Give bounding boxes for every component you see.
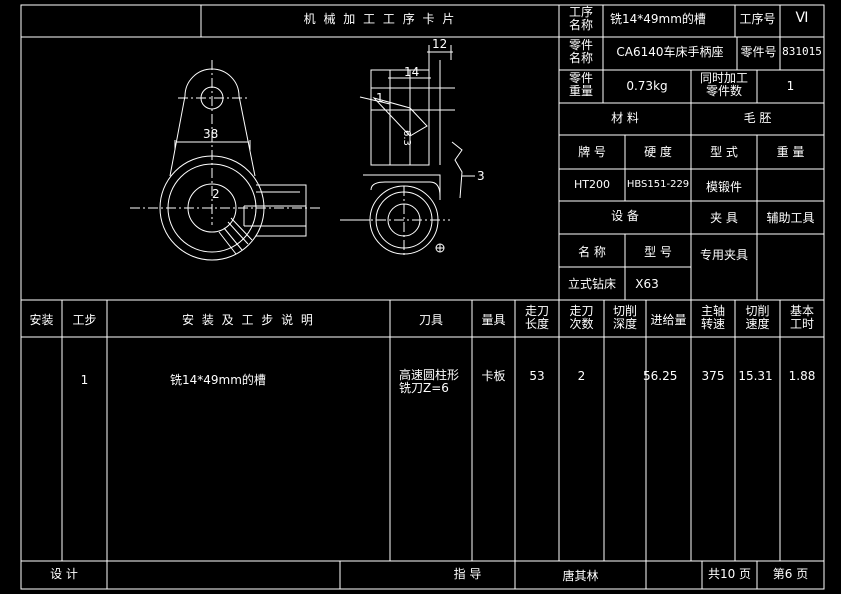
row-description: 铣14*49mm的槽 <box>170 373 266 387</box>
row-gauge: 卡板 <box>481 369 506 383</box>
blank-weight-label: 重 量 <box>776 145 805 159</box>
locator-mark-2: 2 <box>212 187 220 201</box>
part-weight: 0.73kg <box>626 79 668 93</box>
part-front-view <box>130 60 322 261</box>
simul-count-label: 同时加工 零件数 <box>699 71 748 99</box>
part-name: CA6140车床手柄座 <box>616 45 724 59</box>
row-feed: 56.25 <box>643 369 678 383</box>
fixture-label: 夹 具 <box>710 211 738 225</box>
machine-name-label: 名 称 <box>578 245 606 259</box>
blank-form: 模锻件 <box>705 180 742 194</box>
material-grade: HT200 <box>574 178 610 191</box>
machine-name: 立式钻床 <box>567 277 616 291</box>
row-pass-count: 2 <box>577 369 586 383</box>
col-feed: 进给量 <box>650 313 687 327</box>
col-spindle-speed: 主轴 转速 <box>700 304 725 332</box>
part-name-label: 零件 名称 <box>568 38 593 66</box>
guide-label: 指 导 <box>453 567 482 581</box>
surface-roughness-6.3: 6.3 <box>401 130 412 146</box>
col-step: 工步 <box>72 313 97 327</box>
row-tool: 高速圆柱形 铣刀Z=6 <box>399 368 460 396</box>
part-side-view <box>340 45 475 255</box>
guide-name: 唐其林 <box>562 569 599 583</box>
dim-14: 14 <box>404 65 419 79</box>
process-name-label: 工序 名称 <box>568 5 593 33</box>
col-pass-count: 走刀 次数 <box>569 304 594 332</box>
form-label: 型 式 <box>710 145 738 159</box>
page-number: 第6 页 <box>772 567 809 581</box>
hardness-label: 硬 度 <box>644 145 672 159</box>
part-weight-label: 零件 重量 <box>568 71 593 99</box>
col-cut-depth: 切削 深度 <box>612 304 637 332</box>
dim-38: 38 <box>203 127 218 141</box>
equipment-label: 设 备 <box>611 209 639 223</box>
material-label: 材 料 <box>611 111 639 125</box>
col-description: 安 装 及 工 步 说 明 <box>182 313 315 327</box>
process-no-label: 工序号 <box>739 12 776 26</box>
row-pass-length: 53 <box>529 369 545 383</box>
col-cut-speed: 切削 速度 <box>745 304 770 332</box>
row-base-time: 1.88 <box>788 369 816 383</box>
col-install: 安装 <box>29 313 54 327</box>
grade-label: 牌 号 <box>578 145 606 159</box>
row-spindle-speed: 375 <box>701 369 725 383</box>
card-title: 机 械 加 工 工 序 卡 片 <box>303 12 457 26</box>
aux-tool-label: 辅助工具 <box>766 211 815 225</box>
part-no-label: 零件号 <box>740 45 777 59</box>
process-name: 铣14*49mm的槽 <box>610 12 706 26</box>
fixture-value: 专用夹具 <box>699 248 748 262</box>
total-pages: 共10 页 <box>707 567 752 581</box>
machine-model-label: 型 号 <box>644 245 672 259</box>
blank-label: 毛 胚 <box>743 111 772 125</box>
col-tool: 刀具 <box>418 313 443 327</box>
machine-model: X63 <box>635 277 659 291</box>
dim-12: 12 <box>432 37 447 51</box>
clamp-mark-3: 3 <box>477 169 485 183</box>
row-cut-speed: 15.31 <box>738 369 773 383</box>
material-hardness: HBS151-229 <box>626 179 690 190</box>
col-base-time: 基本 工时 <box>789 304 814 332</box>
part-no: 831015 <box>782 45 822 58</box>
process-no: Ⅵ <box>795 10 809 26</box>
col-gauge: 量具 <box>481 313 506 327</box>
simul-count: 1 <box>786 79 795 93</box>
col-pass-length: 走刀 长度 <box>524 304 549 332</box>
row-step: 1 <box>80 373 89 387</box>
design-label: 设 计 <box>50 567 78 581</box>
locator-mark-1: 1 <box>376 91 384 105</box>
